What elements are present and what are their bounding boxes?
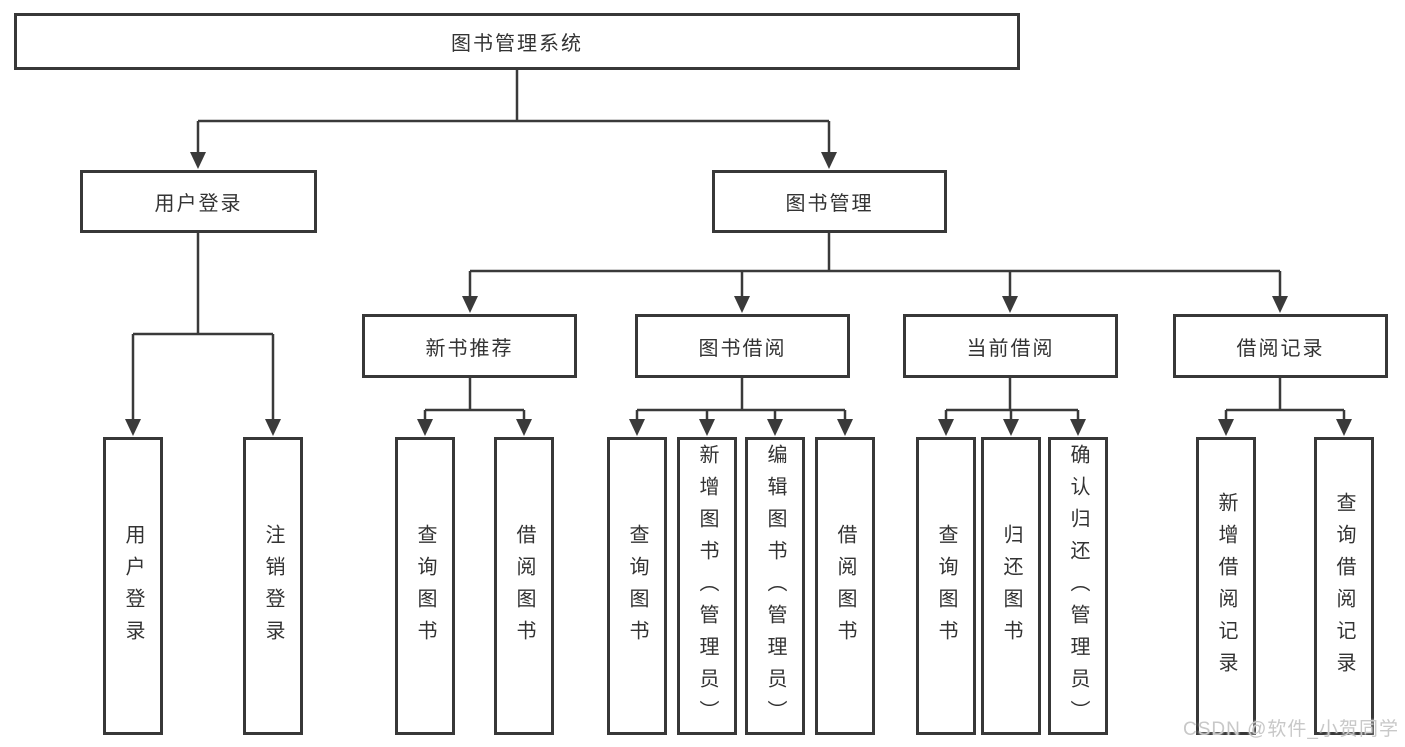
node-new-book-recommend: 新书推荐 <box>362 314 577 378</box>
node-user-login: 用户登录 <box>80 170 317 233</box>
leaf-query-book-recommend: 查询图书 <box>395 437 455 735</box>
leaf-logout: 注销登录 <box>243 437 303 735</box>
leaf-user-login: 用户登录 <box>103 437 163 735</box>
leaf-add-borrow-record: 新增借阅记录 <box>1196 437 1256 735</box>
leaf-add-book-admin: 新增图书（管理员） <box>677 437 737 735</box>
node-book-management: 图书管理 <box>712 170 947 233</box>
node-current-borrowing: 当前借阅 <box>903 314 1118 378</box>
leaf-return-book: 归还图书 <box>981 437 1041 735</box>
leaf-borrow-book-recommend: 借阅图书 <box>494 437 554 735</box>
leaf-confirm-return-admin: 确认归还（管理员） <box>1048 437 1108 735</box>
leaf-query-borrow-record: 查询借阅记录 <box>1314 437 1374 735</box>
csdn-watermark: CSDN @软件_小贺同学 <box>1183 719 1399 740</box>
leaf-query-book-current: 查询图书 <box>916 437 976 735</box>
node-book-borrowing: 图书借阅 <box>635 314 850 378</box>
node-borrowing-records: 借阅记录 <box>1173 314 1388 378</box>
node-root: 图书管理系统 <box>14 13 1020 70</box>
leaf-borrow-book: 借阅图书 <box>815 437 875 735</box>
leaf-query-book-borrowing: 查询图书 <box>607 437 667 735</box>
leaf-edit-book-admin: 编辑图书（管理员） <box>745 437 805 735</box>
